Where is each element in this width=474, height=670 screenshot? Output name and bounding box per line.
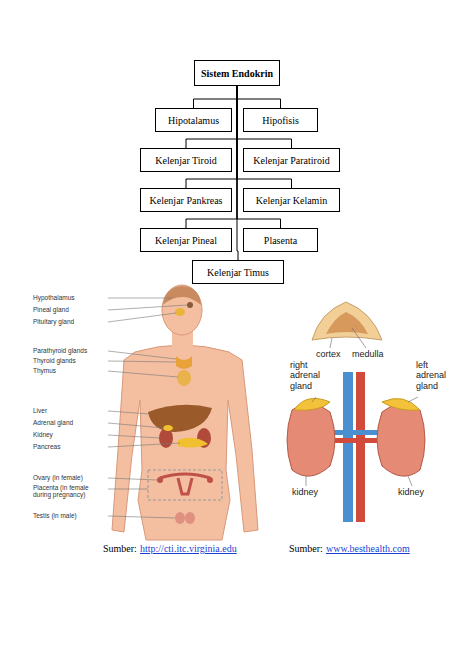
liver [148, 405, 212, 432]
chart-box: Hipofisis [243, 108, 318, 132]
renal-artery [330, 438, 380, 443]
testis [185, 512, 195, 524]
vena-cava [343, 372, 353, 522]
adrenal-gland [294, 398, 330, 410]
leader-line [108, 361, 176, 362]
leader-line [108, 423, 164, 428]
chart-box: Kelenjar Tiroid [140, 148, 232, 172]
organ-label: Pituitary gland [33, 318, 74, 325]
ovary [207, 477, 213, 483]
body-figure [112, 285, 258, 540]
organ-label: Kidney [33, 431, 53, 438]
chart-box: Kelenjar Timus [192, 260, 284, 284]
leader-line [330, 338, 332, 348]
organ-label: Ovary (in female) [33, 474, 83, 481]
chart-box: Plasenta [243, 228, 318, 252]
thyroid [176, 356, 192, 369]
pelvic-frame [148, 470, 222, 500]
thymus [177, 370, 191, 386]
head [162, 285, 202, 335]
part-label: right adrenal gland [290, 360, 330, 391]
aorta [356, 372, 365, 522]
organ-label: Hypothalamus [33, 294, 75, 301]
part-label: medulla [352, 349, 384, 359]
ovary [157, 477, 163, 483]
kidney-shape [287, 403, 335, 476]
leader-line [108, 298, 172, 299]
leader-line [108, 489, 148, 490]
adrenal-gland [382, 398, 420, 410]
box-label: Hipotalamus [168, 115, 219, 126]
box-label: Kelenjar Timus [207, 267, 269, 278]
uterus [160, 474, 210, 494]
box-label: Kelenjar Tiroid [155, 155, 216, 166]
testis [175, 512, 185, 524]
source-label: Sumber: [103, 543, 137, 555]
leader-line [108, 351, 176, 359]
chart-box: Kelenjar Kelamin [243, 188, 340, 212]
part-label: kidney [292, 487, 318, 497]
body-outline [112, 345, 258, 540]
tree-connector [237, 86, 292, 188]
adrenal-cortex [312, 302, 382, 340]
tree-connector [194, 86, 238, 108]
leader-line [408, 476, 412, 486]
pineal [187, 302, 193, 308]
part-label: kidney [398, 487, 424, 497]
leader-line [108, 313, 176, 322]
chart-box: Kelenjar Pankreas [140, 188, 232, 212]
leader-line [108, 435, 160, 438]
brain [163, 286, 201, 305]
chart-box: Kelenjar Pineal [140, 228, 232, 252]
organ-label: Parathyroid glands [33, 347, 87, 354]
organ-label: Thyroid glands [33, 357, 76, 364]
source-label: Sumber: [289, 543, 323, 555]
adrenal-medulla [326, 312, 368, 334]
chart-box: Kelenjar Paratiroid [243, 148, 340, 172]
box-label: Kelenjar Paratiroid [253, 155, 329, 166]
leader-lines [108, 298, 187, 518]
organ-label: Adrenal gland [33, 419, 73, 426]
organ-label: Testis (in male) [33, 512, 77, 519]
kidney-shape [377, 403, 425, 476]
pancreas [178, 438, 208, 448]
adrenal-illustration [287, 302, 425, 522]
tree-connector [237, 86, 281, 108]
box-label: Sistem Endokrin [201, 68, 273, 79]
organ-label: Pancreas [33, 443, 60, 450]
leader-line [108, 371, 178, 377]
tree-connector [237, 86, 238, 260]
renal-vein [330, 430, 380, 435]
leader-line [108, 516, 175, 518]
box-label: Kelenjar Kelamin [256, 195, 327, 206]
leader-line [108, 305, 187, 310]
kidney-left [159, 428, 173, 448]
leader-line [408, 397, 418, 402]
organ-label: Pineal gland [33, 306, 69, 313]
leader-line [108, 411, 150, 414]
box-label: Kelenjar Pineal [155, 235, 217, 246]
pituitary [175, 308, 185, 316]
chart-box: Sistem Endokrin [194, 60, 280, 86]
box-label: Kelenjar Pankreas [149, 195, 222, 206]
leader-line [108, 478, 157, 480]
leader-line [352, 328, 366, 348]
adrenal [163, 425, 173, 431]
organ-label: Placenta (in female during pregnancy) [33, 484, 105, 499]
chart-box: Hipotalamus [155, 108, 232, 132]
leader-line [306, 476, 307, 486]
box-label: Plasenta [264, 235, 297, 246]
source-link: www.besthealth.com [326, 543, 410, 555]
organ-label: Liver [33, 407, 47, 414]
box-label: Hipofisis [262, 115, 299, 126]
source-link: http://cti.itc.virginia.edu [140, 543, 237, 555]
organ-label: Thymus [33, 367, 56, 374]
leader-line [312, 397, 316, 402]
leader-line [108, 443, 180, 447]
tree-connector [186, 86, 237, 188]
part-label: cortex [316, 349, 341, 359]
part-label: left adrenal gland [416, 360, 456, 391]
